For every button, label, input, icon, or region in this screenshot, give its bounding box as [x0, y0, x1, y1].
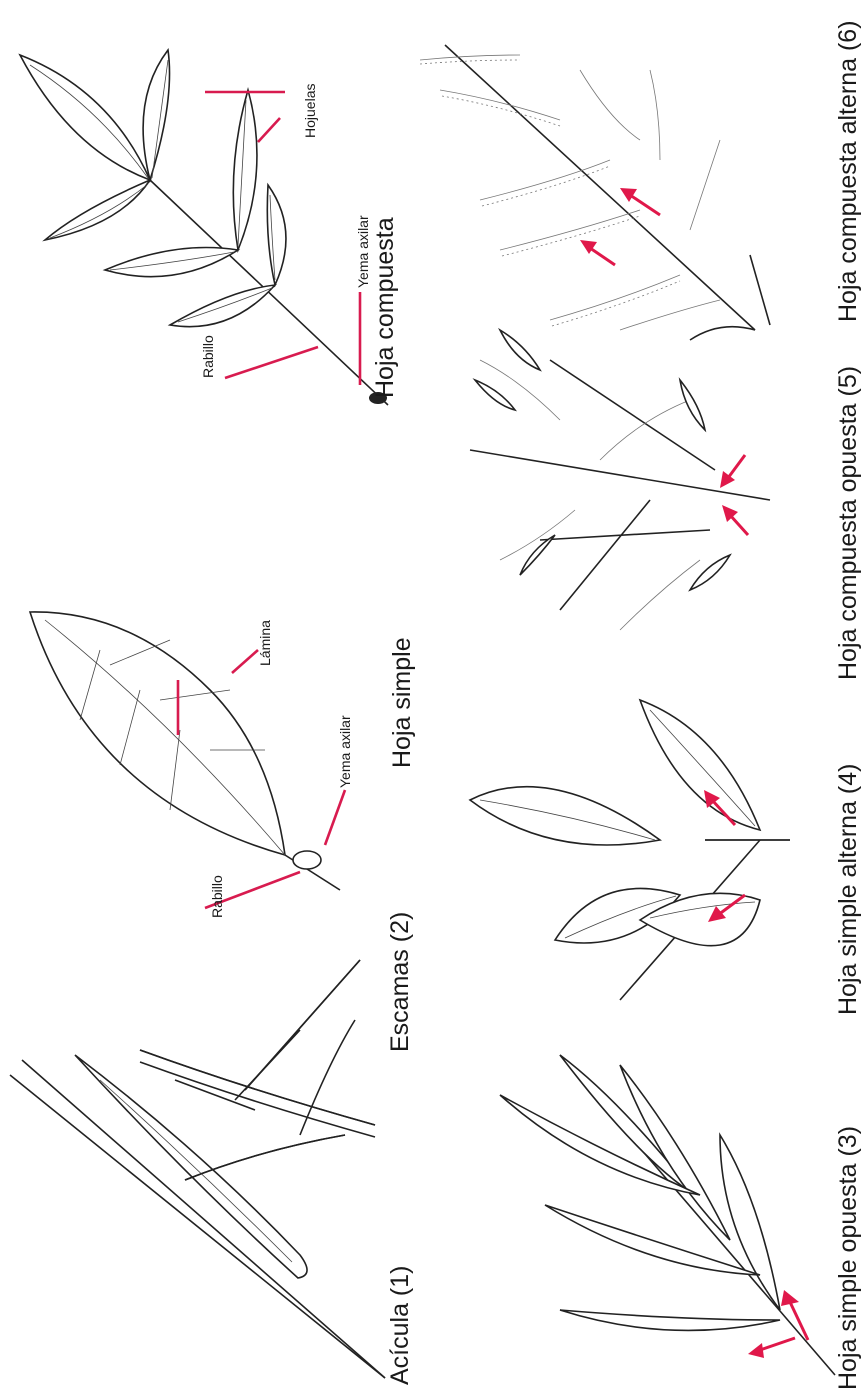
acicula-drawing — [10, 1055, 385, 1378]
simple-opuesta-drawing — [500, 1055, 835, 1375]
acicula-caption: Acícula (1) — [386, 1266, 414, 1385]
yema-axilar-label-1: Yema axilar — [337, 715, 353, 788]
compuesta-opuesta-drawing — [470, 330, 770, 630]
compuesta-alterna-drawing — [420, 45, 770, 340]
rabillo-label-2: Rabillo — [200, 335, 216, 378]
simple-alterna-caption: Hoja simple alterna (4) — [834, 764, 862, 1016]
hojuelas-label: Hojuelas — [302, 84, 318, 138]
yema-axilar-label-2: Yema axilar — [355, 215, 371, 288]
simple-alterna-drawing — [470, 700, 790, 1000]
hoja-simple-drawing — [30, 612, 345, 908]
escamas-caption: Escamas (2) — [386, 912, 414, 1052]
hoja-simple-caption: Hoja simple — [388, 637, 416, 768]
compuesta-alterna-caption: Hoja compuesta alterna (6) — [834, 20, 862, 322]
rabillo-label-1: Rabillo — [209, 875, 225, 918]
hoja-compuesta-caption: Hoja compuesta — [371, 217, 399, 398]
lamina-label: Lámina — [257, 620, 273, 666]
simple-opuesta-caption: Hoja simple opuesta (3) — [834, 1126, 862, 1390]
compuesta-opuesta-caption: Hoja compuesta opuesta (5) — [834, 366, 862, 680]
